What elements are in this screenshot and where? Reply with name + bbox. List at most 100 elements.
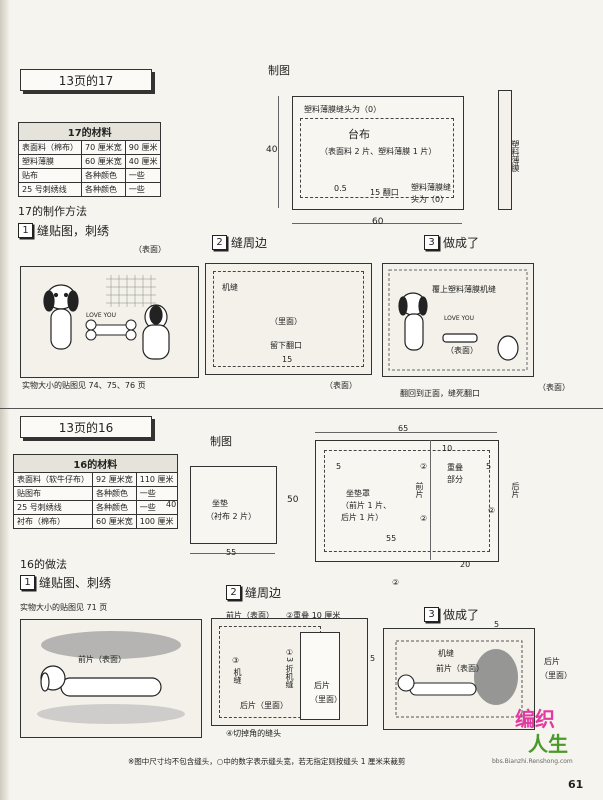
page-binding-shadow [0, 0, 10, 800]
film-margin-label: 塑料薄膜缝头为（0） [304, 105, 382, 114]
table-row: 25 号刺绣线各种颜色一些 [13, 500, 178, 515]
back-label: 后片 [511, 482, 520, 498]
table-row: 贴图布各种颜色一些 [13, 486, 178, 501]
logo-url: bbs.Bianzhi.Renshong.com [492, 758, 573, 765]
step2-machine: 机缝 [222, 283, 238, 292]
step-number: 3 [424, 607, 439, 622]
step-label: 缝周边 [245, 586, 282, 600]
project17-title-box: 13页的17 [20, 69, 152, 91]
cushion-height: 40 [166, 500, 177, 509]
love-you-text: LOVE YOU [86, 312, 116, 319]
cover-label-a: 坐垫罩 [346, 489, 370, 498]
cushion-width: 55 [226, 548, 237, 557]
step2-leave: 留下翻口 [270, 341, 302, 350]
project17-step1-illustration [20, 266, 199, 378]
step2-16-overlap: ②重叠 10 厘米 [286, 611, 341, 620]
project16-title-box: 13页的16 [20, 416, 152, 438]
cover-total-width: 65 [398, 424, 409, 433]
c2c: ② [488, 506, 496, 515]
step2-seam [213, 271, 364, 367]
cushion-label-a: 坐垫 [212, 499, 228, 508]
footer-note: ※图中尺寸均不包含缝头，○中的数字表示缝头宽，若无指定则按缝头 1 厘米来裁剪 [128, 757, 406, 766]
cut-note: （表面料 2 片、塑料薄膜 1 片） [320, 147, 437, 156]
right-dog [142, 304, 170, 360]
step-label: 做成了 [443, 608, 480, 622]
table-row: 贴布各种颜色一些 [18, 168, 162, 183]
cover-w55: 55 [386, 534, 397, 543]
left-dog [43, 284, 79, 350]
c5: 5 [336, 462, 342, 471]
project16-step1-illustration [20, 619, 202, 738]
step2-16-back-flap [300, 632, 340, 720]
finished-tablecloth-svg [388, 269, 528, 371]
step-label: 做成了 [443, 236, 480, 250]
step-number: 2 [226, 585, 241, 600]
project17-step3: 3 做成了 [424, 234, 479, 251]
cover-label-c: 后片 1 片） [341, 513, 384, 522]
step2-inside: （里面） [270, 317, 302, 326]
project16-step2: 2 缝周边 [226, 584, 281, 601]
film-margin2a: 塑料薄膜缝 [411, 183, 451, 192]
cushion-width-line [190, 553, 275, 554]
step3-surface: （表面） [446, 346, 478, 355]
step2-16-back-inside: 后片（里面） [240, 701, 288, 710]
project17-step2: 2 缝周边 [212, 234, 267, 251]
cover-pattern [315, 440, 499, 562]
width-dimension-line [292, 223, 462, 224]
step2-surface: （表面） [325, 381, 357, 390]
height-dimension: 40 [266, 145, 278, 155]
step-number: 1 [18, 223, 33, 238]
step2-16-machine: 机缝 [233, 668, 242, 684]
step2-dim: 15 [282, 355, 293, 364]
project17-step3-illustration [382, 263, 534, 377]
step-label: 缝贴图、刺绣 [39, 576, 112, 590]
project16-step3: 3 做成了 [424, 606, 479, 623]
dog-applique-svg [43, 275, 170, 360]
step-number: 1 [20, 575, 35, 590]
project16-diagram-title: 制图 [210, 435, 232, 448]
project16-step3-illustration [383, 628, 535, 730]
table-row: 25 号刺绣线各种颜色一些 [18, 182, 162, 197]
cover-height: 50 [287, 495, 299, 505]
film-side-label: 塑料薄膜 [511, 140, 520, 172]
project17-seam-line [300, 118, 454, 198]
project16-step2-illustration [211, 618, 368, 726]
step-number: 3 [424, 235, 439, 250]
section-divider [0, 408, 603, 409]
project17-diagram-title: 制图 [268, 64, 290, 77]
grid-embroidery [106, 275, 156, 307]
c5b: 5 [486, 462, 492, 471]
step2-16-fold: ①3 折机缝 [285, 648, 294, 689]
height-dimension-line [278, 96, 279, 208]
cover-seam [324, 450, 490, 552]
m10: 10 [442, 444, 453, 453]
tablecloth-label: 台布 [348, 128, 370, 141]
bone [85, 319, 137, 341]
site-logo-2: 人生 [528, 728, 568, 757]
page-number: 61 [568, 778, 584, 791]
project17-step2-illustration [205, 263, 372, 375]
step2-16-inside: （里面） [310, 695, 342, 704]
c2b: ② [420, 514, 428, 523]
film-margin2b: 头为（0） [411, 195, 449, 204]
step1-note: 实物大小的贴图见 74、75、76 页 [22, 381, 146, 390]
opening-label: 15 翻口 [370, 188, 399, 197]
project17-materials-title: 17的材料 [17, 122, 162, 141]
cover-total-width-line [315, 432, 497, 433]
project17-step1: 1 缝贴图，刺绣 [18, 222, 109, 239]
c2: ② [420, 462, 428, 471]
width-dimension: 60 [372, 217, 384, 227]
step3-16-front: 前片（表面） [436, 664, 484, 673]
logo-line2: 人生 [528, 732, 568, 756]
step3-16-back-a: 后片 [544, 657, 560, 666]
step3-16-machine: 机缝 [438, 649, 454, 658]
project16-materials-title: 16的材料 [13, 454, 178, 473]
step2-16-cut-corner: ④切掉角的缝头 [226, 729, 282, 738]
step2-16-front: 前片（表面） [226, 611, 274, 620]
cover-w20: 20 [460, 560, 471, 569]
step3-16-five-a: 5 [494, 620, 500, 629]
step-number: 2 [212, 235, 227, 250]
